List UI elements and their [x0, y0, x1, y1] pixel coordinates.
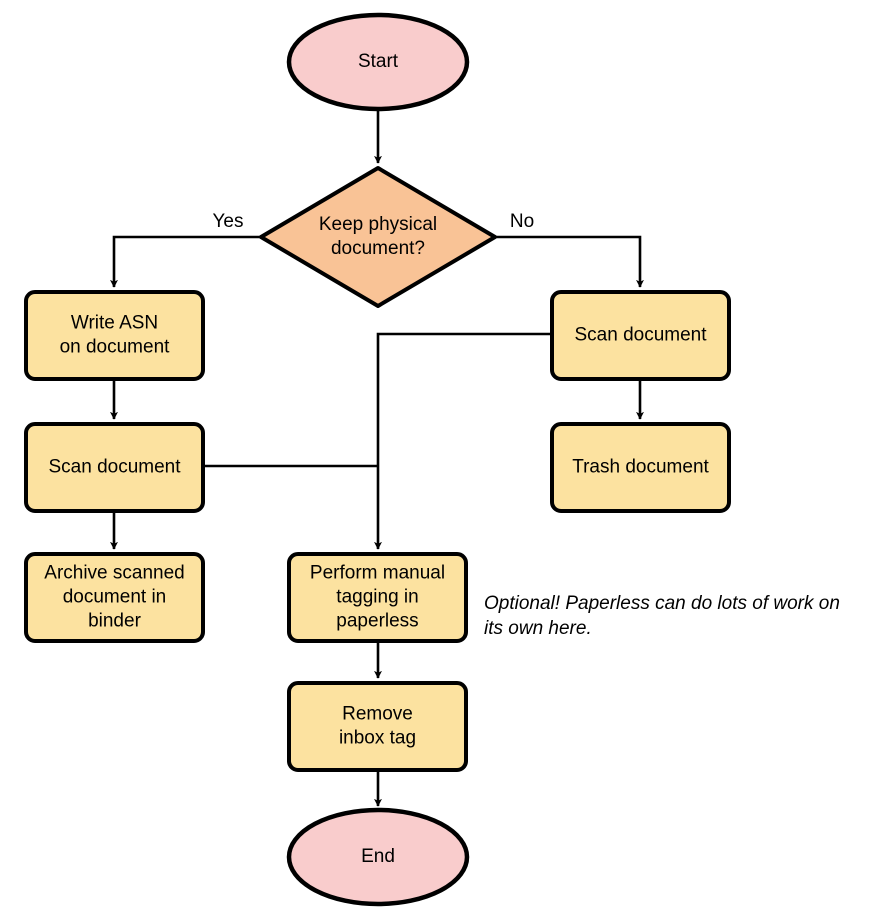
process-shape — [24, 552, 205, 643]
process-shape — [287, 552, 468, 643]
terminal-shape — [286, 12, 470, 112]
process-shape — [550, 290, 731, 381]
node-label: End — [361, 846, 395, 867]
node-scan-document-right[interactable]: Scan document — [550, 290, 731, 381]
terminal-shape — [286, 807, 470, 907]
edge-decision-yes-to-write-asn: Yes — [110, 211, 261, 288]
edge-label-decision-no-to-scan-document-right: No — [510, 211, 534, 232]
edge-decision-no-to-scan-document-right: No — [495, 211, 644, 288]
node-label: Start — [358, 51, 399, 72]
edge-path — [374, 332, 552, 550]
process-shape — [287, 681, 468, 772]
edge-path — [495, 235, 644, 288]
process-shape — [550, 422, 731, 513]
node-label: Trash document — [572, 457, 709, 478]
process-shape — [24, 422, 205, 513]
edge-layer: Yes No — [110, 109, 644, 807]
node-scan-document-left[interactable]: Scan document — [24, 422, 205, 513]
edge-path — [110, 235, 261, 288]
node-label: Scan document — [48, 457, 181, 478]
node-end[interactable]: End — [286, 807, 470, 907]
edge-label-decision-yes-to-write-asn: Yes — [213, 211, 244, 232]
edge-scan-document-right-to-manual-tagging — [374, 332, 552, 550]
decision-shape — [259, 166, 497, 308]
annotation-optional-note: Optional! Paperless can do lots of work … — [484, 593, 840, 639]
node-trash-document[interactable]: Trash document — [550, 422, 731, 513]
node-label: Scan document — [574, 325, 707, 346]
node-start[interactable]: Start — [286, 12, 470, 112]
annotation-layer: Optional! Paperless can do lots of work … — [484, 593, 840, 639]
process-shape — [24, 290, 205, 381]
